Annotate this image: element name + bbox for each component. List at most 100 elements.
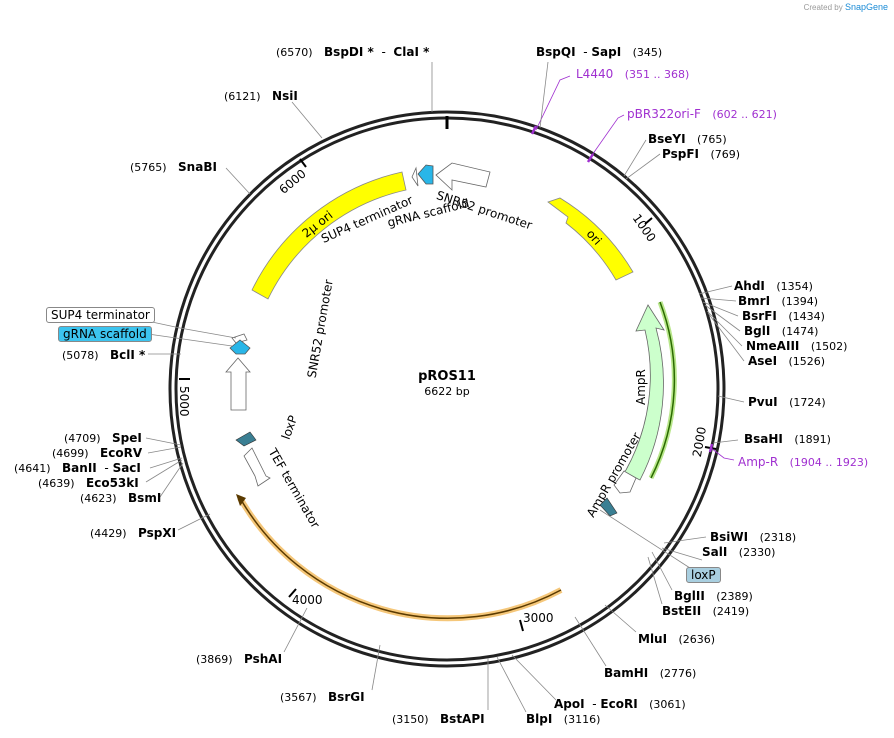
site-bseyi[interactable]: BseYI (765) (648, 132, 727, 147)
site-nmeaiii-name: NmeAIII (746, 339, 800, 353)
site-bamhi-pos: (2776) (659, 667, 697, 680)
site-nmeaiii[interactable]: NmeAIII (1502) (746, 339, 847, 354)
primer-pbr322ori-f[interactable]: pBR322ori-F (602 .. 621) (627, 107, 777, 122)
sup4-terminator-box-label[interactable]: SUP4 terminator (46, 307, 155, 323)
loxp-left-label: loxP (279, 413, 301, 441)
site-bseyi-pos: (765) (697, 133, 727, 146)
tick-marks (179, 158, 717, 632)
orf-lower-line (239, 497, 562, 619)
orf-lower-arrowhead (236, 494, 246, 506)
site-eco53ki[interactable]: (4639) Eco53kI (38, 476, 139, 491)
site-mlui-name: MluI (638, 632, 668, 646)
snr52-promoter-upper-feature[interactable] (435, 162, 491, 191)
site-snabi-pos: (5765) (130, 161, 167, 174)
site-apoi-pos: (3061) (649, 698, 686, 711)
site-bspdi-sep: - (381, 45, 386, 59)
site-mlui-pos: (2636) (678, 633, 716, 646)
site-nsii-name: NsiI (272, 89, 298, 103)
site-bseyi-name: BseYI (648, 132, 686, 146)
site-pvui-name: PvuI (748, 395, 778, 409)
site-spei-pos: (4709) (64, 432, 101, 445)
primer-pbr322ori-f-range: (602 .. 621) (712, 108, 777, 121)
site-pvui-pos: (1724) (789, 396, 826, 409)
tick-label-4000: 4000 (292, 593, 323, 607)
ampr-feature[interactable] (623, 304, 665, 481)
loxp-box-label[interactable]: loxP (686, 567, 721, 583)
site-bspqi-sep: - (583, 45, 588, 59)
boxed-leader-lines (147, 321, 691, 569)
site-blpi[interactable]: BlpI (3116) (526, 712, 600, 727)
site-bamhi[interactable]: BamHI (2776) (604, 666, 696, 681)
site-bstapi[interactable]: (3150) BstAPI (392, 712, 485, 727)
site-nsii[interactable]: (6121) NsiI (224, 89, 298, 104)
site-snabi[interactable]: (5765) SnaBI (130, 160, 217, 175)
site-bglii-name: BglII (674, 589, 705, 603)
site-ecori-name: EcoRI (600, 697, 638, 711)
ori-feature[interactable] (547, 197, 634, 281)
site-banii-saci[interactable]: (4641) BanII - SacI (14, 461, 141, 476)
site-asei[interactable]: AseI (1526) (748, 354, 825, 369)
site-mlui[interactable]: MluI (2636) (638, 632, 715, 647)
site-pspfi[interactable]: PspFI (769) (662, 147, 740, 162)
site-bsiwi-name: BsiWI (710, 530, 749, 544)
grna-scaffold-left-feature[interactable] (229, 339, 251, 355)
site-bcli[interactable]: (5078) BclI * (62, 348, 145, 363)
site-bsiwi[interactable]: BsiWI (2318) (710, 530, 796, 545)
grna-scaffold-upper-feature[interactable] (417, 164, 434, 185)
snr52-promoter-left-feature[interactable] (225, 357, 251, 411)
ampr-promoter-feature[interactable] (613, 470, 637, 494)
site-sapi-name: SapI (591, 45, 622, 59)
primer-amp-r[interactable]: Amp-R (1904 .. 1923) (738, 455, 868, 470)
site-apoi-ecori[interactable]: ApoI - EcoRI (3061) (554, 697, 686, 712)
site-pspxi[interactable]: (4429) PspXI (90, 526, 176, 541)
site-bmri-name: BmrI (738, 294, 771, 308)
credit-prefix: Created by (803, 3, 843, 12)
two-micron-ori-feature[interactable] (251, 171, 407, 300)
site-bsrgi-name: BsrGI (328, 690, 365, 704)
site-bgli[interactable]: BglI (1474) (744, 324, 818, 339)
primer-l4440-range: (351 .. 368) (624, 68, 690, 81)
site-bsrgi[interactable]: (3567) BsrGI (280, 690, 365, 705)
site-pvui[interactable]: PvuI (1724) (748, 395, 826, 410)
loxp-left-feature[interactable] (235, 431, 257, 447)
site-banii-name: BanII (62, 461, 97, 475)
site-spei-name: SpeI (112, 431, 142, 445)
primer-l4440[interactable]: L4440 (351 .. 368) (576, 67, 689, 82)
loxp-right-feature[interactable] (599, 497, 618, 517)
site-bsrfi[interactable]: BsrFI (1434) (742, 309, 825, 324)
primer-pbr322ori-f-name: pBR322ori-F (627, 107, 701, 121)
site-bsteii[interactable]: BstEII (2419) (662, 604, 749, 619)
tick-label-6000: 6000 (276, 166, 308, 196)
site-sali[interactable]: SalI (2330) (702, 545, 775, 560)
site-pspxi-name: PspXI (138, 526, 177, 540)
site-bglii[interactable]: BglII (2389) (674, 589, 753, 604)
site-snabi-name: SnaBI (178, 160, 217, 174)
site-pspxi-pos: (4429) (90, 527, 127, 540)
site-bspqi-sapi[interactable]: BspQI - SapI (345) (536, 45, 662, 60)
site-bspqi-pos: (345) (632, 46, 663, 59)
site-asei-pos: (1526) (788, 355, 826, 368)
site-bsrgi-pos: (3567) (280, 691, 317, 704)
site-bspdi-clai[interactable]: (6570) BspDI * - ClaI * (276, 45, 429, 60)
primer-l4440-mark (530, 125, 538, 135)
site-bsteii-pos: (2419) (712, 605, 750, 618)
site-bmri-pos: (1394) (781, 295, 819, 308)
site-pshai[interactable]: (3869) PshAI (196, 652, 282, 667)
site-ahdi[interactable]: AhdI (1354) (734, 279, 813, 294)
tef-terminator-feature[interactable] (243, 447, 271, 487)
site-bmri[interactable]: BmrI (1394) (738, 294, 818, 309)
snapgene-brand: SnapGene (844, 2, 888, 12)
sup4-terminator-upper-feature[interactable] (411, 166, 419, 187)
site-bgli-name: BglI (744, 324, 771, 338)
site-bsahi[interactable]: BsaHI (1891) (744, 432, 831, 447)
site-bsmi-name: BsmI (128, 491, 162, 505)
site-saci-name: SacI (112, 461, 141, 475)
grna-scaffold-box-label[interactable]: gRNA scaffold (58, 326, 152, 342)
site-ecorv[interactable]: (4699) EcoRV (52, 446, 142, 461)
site-eco53ki-name: Eco53kI (86, 476, 139, 490)
site-bsahi-pos: (1891) (794, 433, 831, 446)
sup4-terminator-left-feature[interactable] (231, 333, 248, 344)
snapgene-credit: Created by SnapGene (804, 2, 888, 12)
site-bsmi[interactable]: (4623) BsmI (80, 491, 161, 506)
site-spei[interactable]: (4709) SpeI (64, 431, 142, 446)
